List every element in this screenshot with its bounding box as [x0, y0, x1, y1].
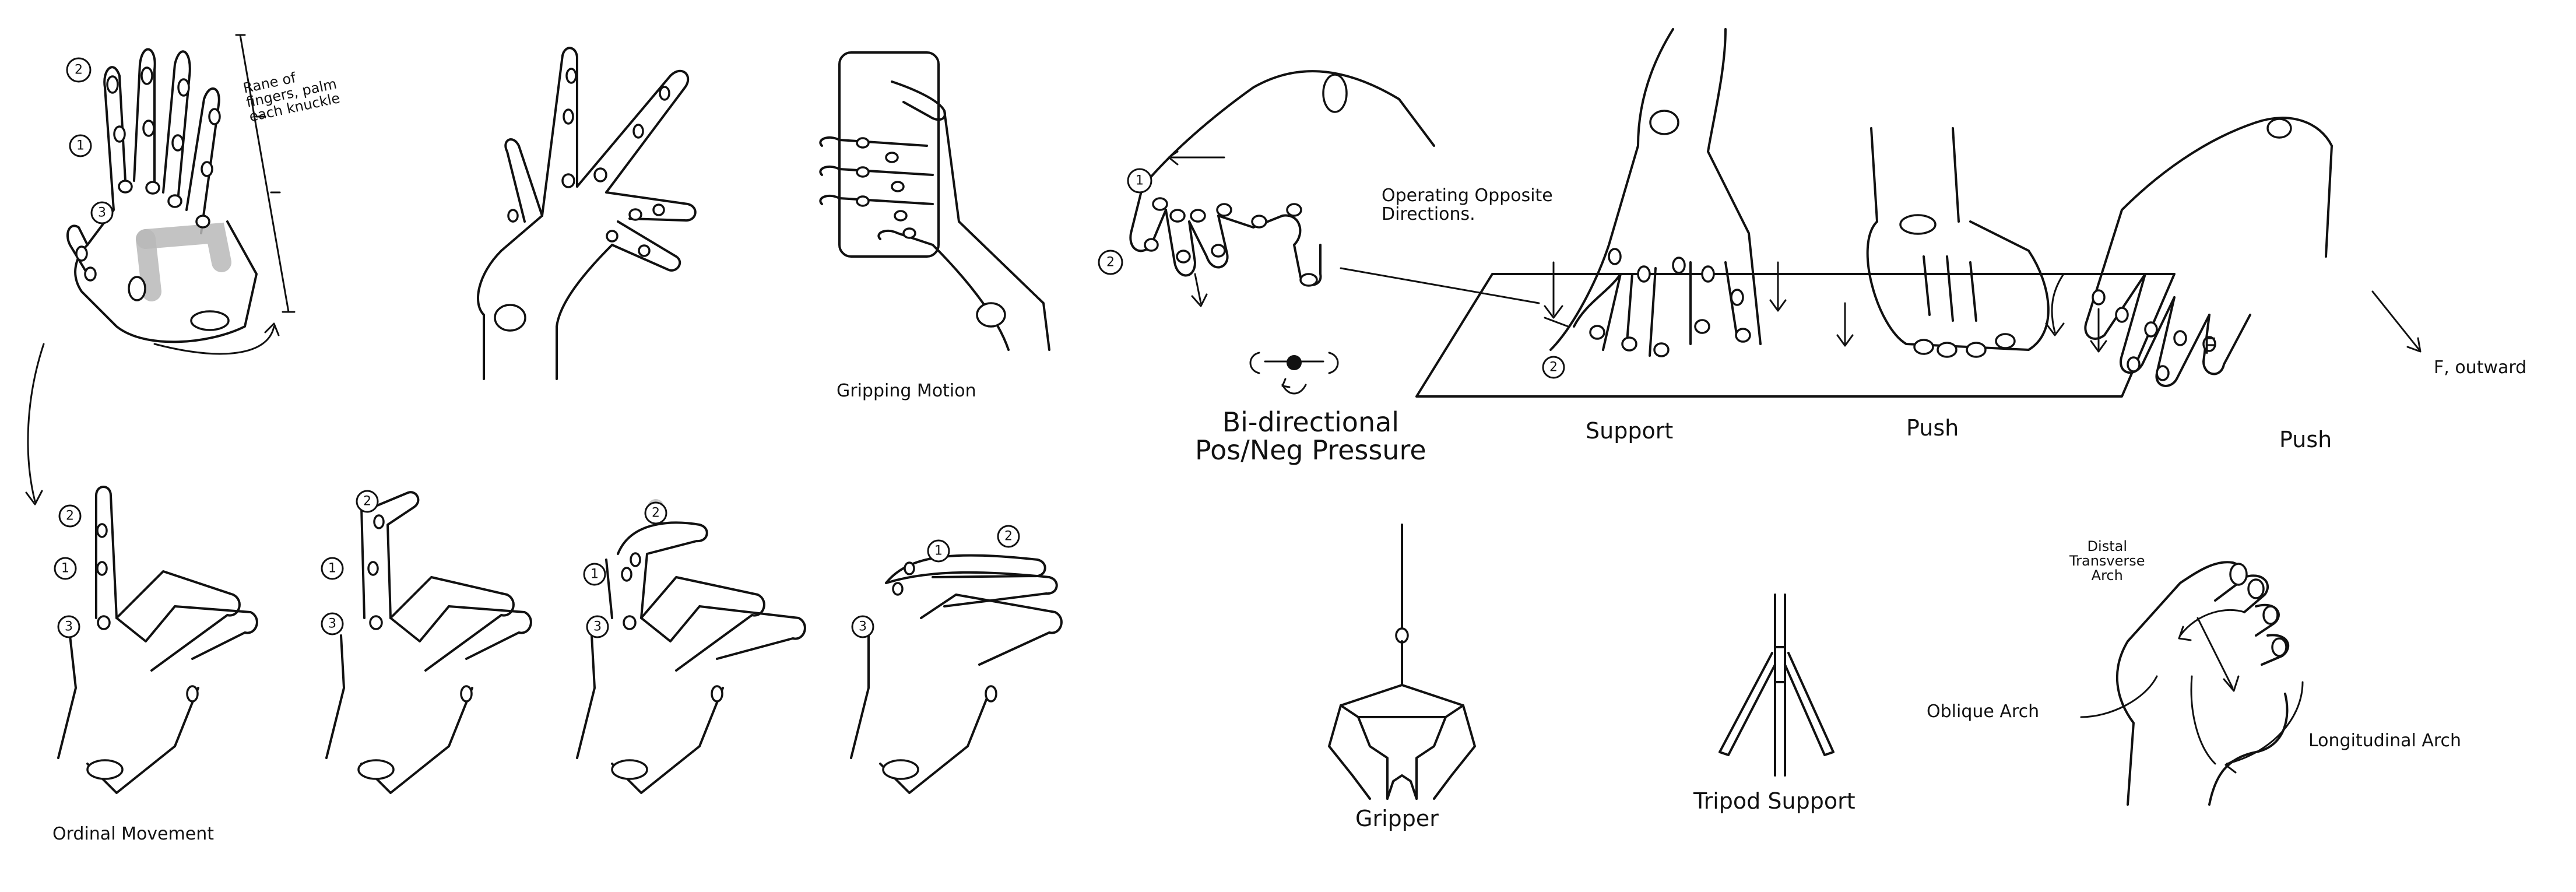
svg-text:1: 1 — [328, 561, 336, 576]
ordinal-hand-1: 2 1 3 — [54, 486, 258, 794]
svg-text:3: 3 — [859, 620, 867, 634]
gripping-motion-diagram — [819, 51, 1050, 351]
svg-text:1: 1 — [61, 561, 69, 576]
bidirectional-pressure-diagram: 1 2 — [1098, 70, 1435, 395]
knuckle-marker-1: 1 — [69, 134, 92, 157]
bidirectional-label: Bi-directional Pos/Neg Pressure — [1195, 406, 1426, 466]
svg-text:1: 1 — [1136, 174, 1144, 188]
svg-text:2: 2 — [1004, 529, 1013, 544]
svg-text:1: 1 — [76, 139, 85, 153]
gripper-label: Gripper — [1355, 806, 1439, 831]
distal-transverse-arch-label: Distal Transverse Arch — [2069, 538, 2145, 584]
ordinal-hand-2: 2 1 3 — [321, 490, 532, 794]
hand-arches-diagram — [2080, 561, 2304, 806]
tripod-support-label: Tripod Support — [1693, 788, 1855, 814]
support-label: Support — [1586, 418, 1674, 444]
support-push-diagram: 2 — [1340, 28, 2176, 398]
svg-text:1: 1 — [591, 567, 599, 582]
push-right-label: Push — [2279, 427, 2332, 452]
knuckle-marker-3: 3 — [90, 201, 114, 224]
svg-text:2: 2 — [363, 494, 371, 509]
svg-text:2: 2 — [1549, 360, 1558, 375]
knuckle-marker-2: 2 — [66, 57, 92, 83]
svg-text:3: 3 — [65, 620, 73, 634]
svg-text:1: 1 — [934, 544, 943, 559]
force-f-label: F — [2204, 333, 2216, 359]
pressure-point-icon — [1249, 352, 1339, 395]
oblique-arch-label: Oblique Arch — [1927, 701, 2040, 722]
svg-text:2: 2 — [75, 63, 83, 78]
svg-text:2: 2 — [1106, 255, 1115, 270]
ordinal-movement-label: Ordinal Movement — [52, 824, 214, 844]
bidirectional-marker-2: 2 — [1098, 250, 1123, 275]
operating-opposite-label: Operating Opposite Directions. — [1382, 185, 1553, 224]
svg-text:3: 3 — [593, 620, 602, 634]
bidirectional-marker-1: 1 — [1127, 168, 1152, 194]
ordinal-movement-diagram: 2 1 3 2 1 3 — [54, 486, 1063, 794]
push-force-diagram — [2045, 117, 2422, 387]
gripper-diagram — [1328, 524, 1476, 800]
push-center-label: Push — [1906, 415, 1959, 441]
ordinal-hand-3: 2 1 3 — [576, 499, 806, 794]
hand-range-diagram: 2 1 3 — [25, 34, 296, 505]
gripping-motion-label: Gripping Motion — [837, 381, 976, 401]
svg-text:3: 3 — [328, 617, 336, 631]
force-outward-label: F, outward — [2434, 357, 2527, 378]
tripod-diagram — [1718, 594, 1835, 777]
support-marker-2: 2 — [1542, 356, 1565, 379]
longitudinal-arch-label: Longitudinal Arch — [2308, 731, 2462, 751]
ordinal-hand-4: 2 1 3 — [850, 525, 1063, 794]
pinch-hand-diagram — [477, 47, 697, 380]
svg-text:3: 3 — [98, 206, 106, 220]
svg-text:2: 2 — [66, 509, 74, 524]
svg-text:2: 2 — [652, 506, 660, 521]
